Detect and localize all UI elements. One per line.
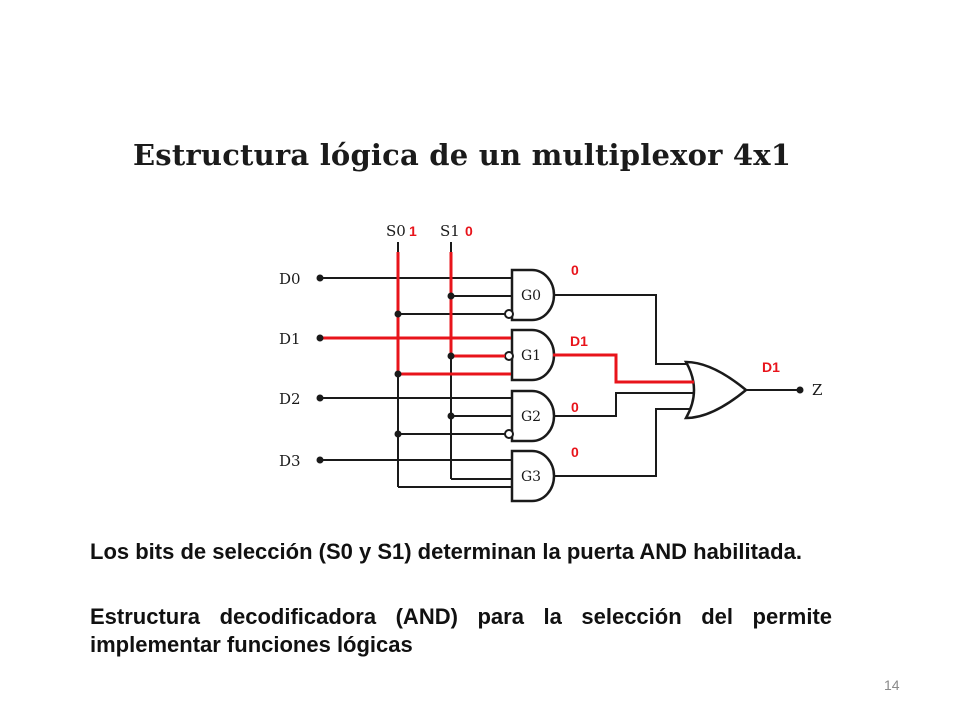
select-label-s1: S1 — [440, 222, 460, 240]
gate-output-g3: 0 — [571, 444, 579, 460]
gate-label-g3: G3 — [521, 469, 541, 485]
explanation-paragraph-1: Los bits de selección (S0 y S1) determin… — [90, 539, 802, 564]
explanation-paragraph-2: Estructura decodificadora (AND) para la … — [90, 604, 832, 657]
junction-dots — [316, 274, 804, 464]
gate-label-g0: G0 — [521, 288, 541, 304]
gate-output-g1: D1 — [570, 333, 588, 349]
input-label-d2: D2 — [279, 390, 301, 408]
input-label-d1: D1 — [279, 330, 301, 348]
or-gate — [683, 360, 748, 420]
active-path — [320, 252, 694, 384]
and-gates — [510, 268, 556, 503]
gate-label-g1: G1 — [521, 348, 541, 364]
select-value-s0: 1 — [409, 223, 417, 239]
gate-label-g2: G2 — [521, 409, 541, 425]
and-gate-g0 — [510, 268, 556, 322]
and-gate-g1 — [510, 328, 556, 382]
select-label-s0: S0 — [386, 222, 406, 240]
wiring — [320, 242, 800, 488]
page-number: 14 — [884, 677, 900, 693]
slide-title: Estructura lógica de un multiplexor 4x1 — [133, 138, 792, 172]
select-value-s1: 0 — [465, 223, 473, 239]
gate-output-g2: 0 — [571, 399, 579, 415]
output-label-z: Z — [812, 381, 822, 399]
input-label-d0: D0 — [279, 270, 301, 288]
input-label-d3: D3 — [279, 452, 301, 470]
gate-output-g0: 0 — [571, 262, 579, 278]
and-gate-g3 — [510, 449, 556, 503]
or-output-value: D1 — [762, 359, 780, 375]
and-gate-g2 — [510, 389, 556, 443]
